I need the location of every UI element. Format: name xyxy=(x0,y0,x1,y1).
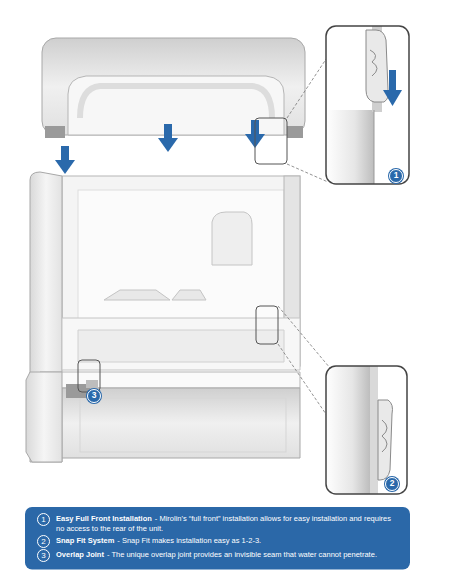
callout-number: 3 xyxy=(37,549,50,562)
feature-description: - Snap Fit makes installation easy as 1-… xyxy=(117,536,261,545)
callout-number: 2 xyxy=(37,535,50,548)
feature-description: - The unique overlap joint provides an i… xyxy=(107,550,377,559)
callout-number: 1 xyxy=(37,513,50,526)
info-panel: 1 Easy Full Front Installation- Mirolin's… xyxy=(25,507,410,570)
info-panel-bg xyxy=(25,507,410,570)
feature-text: Overlap Joint- The unique overlap joint … xyxy=(56,550,377,560)
feature-title: Easy Full Front Installation xyxy=(56,514,152,523)
feature-row: 1 Easy Full Front Installation- Mirolin's… xyxy=(37,514,396,534)
feature-text: Snap Fit System- Snap Fit makes installa… xyxy=(56,536,261,546)
feature-title: Overlap Joint xyxy=(56,550,104,559)
callout-number: 2 xyxy=(385,477,399,491)
callout-number: 1 xyxy=(389,169,403,183)
feature-row: 3 Overlap Joint- The unique overlap joint… xyxy=(37,550,396,562)
feature-text: Easy Full Front Installation- Mirolin's … xyxy=(56,514,396,534)
callout-number: 3 xyxy=(87,389,101,403)
feature-row: 2 Snap Fit System- Snap Fit makes install… xyxy=(37,536,396,548)
feature-title: Snap Fit System xyxy=(56,536,114,545)
